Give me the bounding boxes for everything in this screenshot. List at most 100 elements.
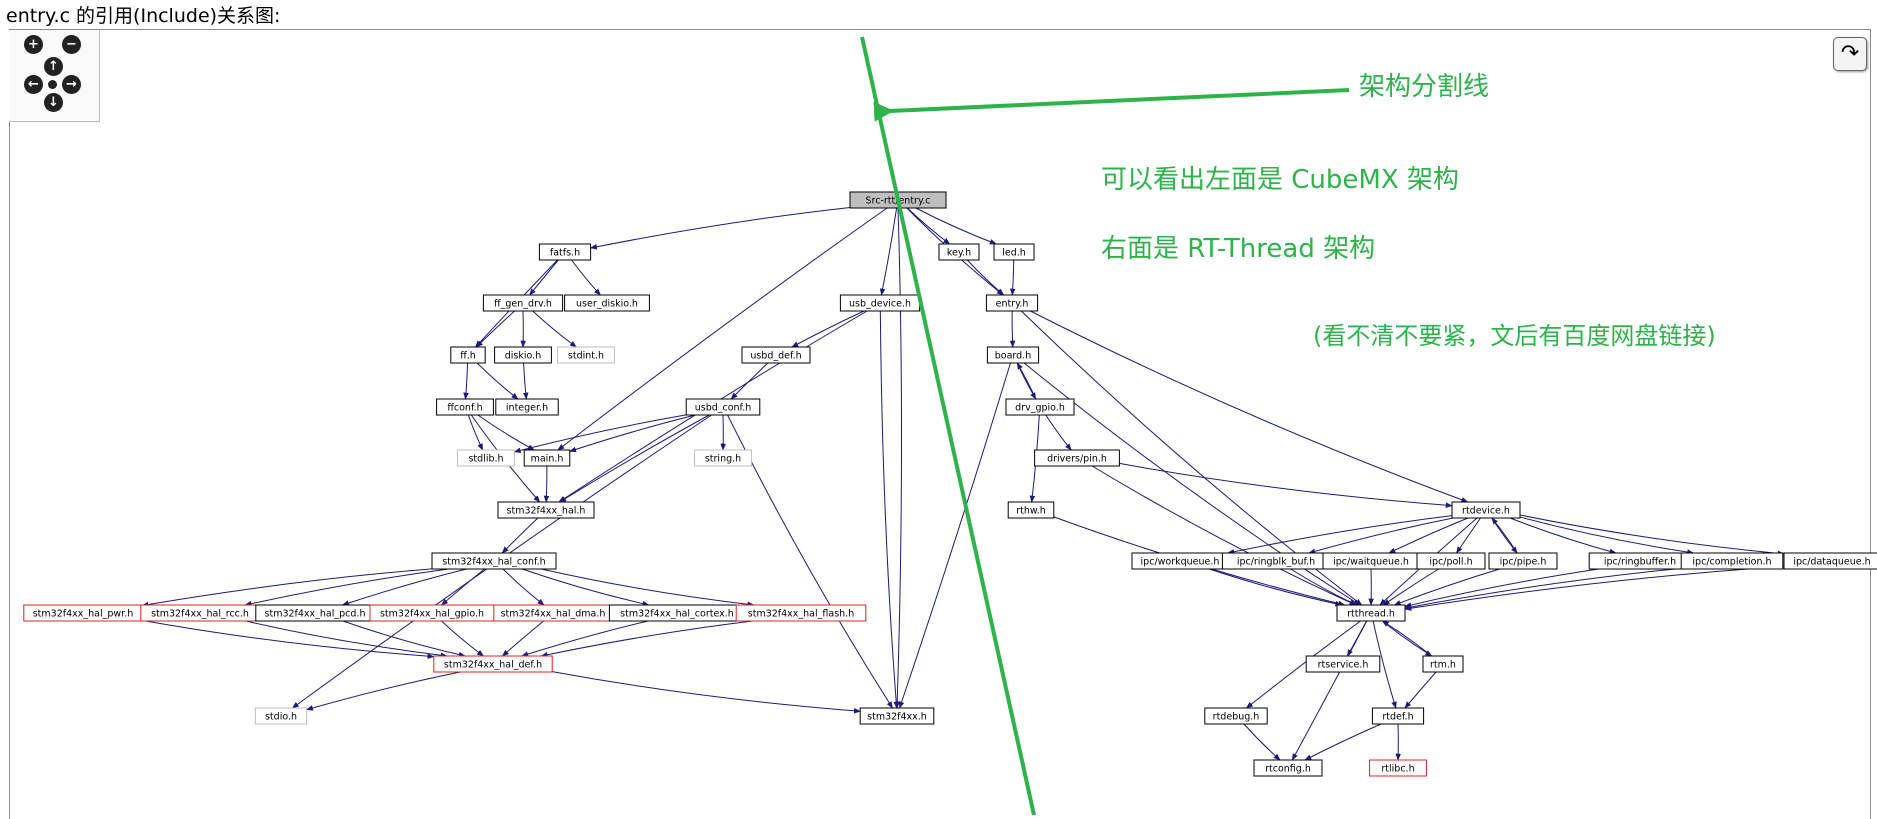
edge-usb-device-to-stm32f4xx [880, 311, 896, 708]
graph-node-drv-gpio[interactable]: drv_gpio.h [1006, 399, 1074, 415]
graph-node-ipc-dataqueue[interactable]: ipc/dataqueue.h [1784, 553, 1877, 569]
graph-node-usbd-conf[interactable]: usbd_conf.h [686, 399, 760, 415]
graph-node-label: stm32f4xx_hal_pwr.h [33, 609, 134, 620]
zoom-in-button[interactable]: + [24, 35, 43, 54]
edge-entry-c-to-fatfs [591, 207, 850, 248]
left-architecture-note: 可以看出左面是 CubeMX 架构 [1101, 159, 1459, 196]
graph-node-ipc-pipe[interactable]: ipc/pipe.h [1489, 553, 1557, 569]
graph-node-fatfs[interactable]: fatfs.h [539, 244, 590, 260]
edge-led-to-entry-h [1012, 260, 1013, 295]
graph-node-label: stm32f4xx.h [867, 712, 927, 723]
graph-node-ff[interactable]: ff.h [451, 347, 485, 363]
graph-node-label: ipc/ringbuffer.h [1604, 557, 1676, 568]
graph-node-label: ff.h [460, 351, 476, 362]
graph-node-drivers-pin[interactable]: drivers/pin.h [1035, 450, 1120, 466]
graph-node-main[interactable]: main.h [524, 450, 570, 466]
edge-hal-flash-to-hal-def [541, 621, 752, 656]
edge-ff-to-ffconf [465, 363, 467, 399]
graph-node-key[interactable]: key.h [939, 244, 979, 260]
graph-node-label: rtconfig.h [1265, 764, 1311, 775]
graph-node-label: ipc/ringblk_buf.h [1237, 557, 1315, 568]
edge-usbd-conf-to-hal [560, 415, 710, 502]
graph-node-hal[interactable]: stm32f4xx_hal.h [498, 502, 594, 518]
graph-node-hal-pcd[interactable]: stm32f4xx_hal_pcd.h [256, 605, 374, 621]
graph-node-hal-cortex[interactable]: stm32f4xx_hal_cortex.h [609, 605, 744, 621]
divider-pointer-arrow [890, 90, 1349, 111]
graph-node-rtdevice[interactable]: rtdevice.h [1452, 502, 1520, 518]
graph-node-ffconf[interactable]: ffconf.h [437, 399, 494, 415]
divider-label: 架构分割线 [1359, 66, 1489, 103]
graph-node-hal-gpio[interactable]: stm32f4xx_hal_gpio.h [370, 605, 494, 621]
edge-rtthread-to-rtconfig [1292, 621, 1366, 760]
download-link-note: (看不清不要紧，文后有百度网盘链接) [1313, 316, 1716, 351]
zoom-out-button[interactable]: − [62, 35, 81, 54]
graph-node-label: ffconf.h [447, 403, 482, 414]
graph-node-rtconfig[interactable]: rtconfig.h [1254, 760, 1322, 776]
graph-node-label: drv_gpio.h [1015, 403, 1065, 414]
graph-node-stdio[interactable]: stdio.h [255, 708, 306, 724]
graph-node-led[interactable]: led.h [994, 244, 1034, 260]
graph-node-label: ipc/pipe.h [1500, 557, 1547, 568]
edge-diskio-to-integer [524, 363, 527, 399]
graph-node-user-diskio[interactable]: user_diskio.h [565, 295, 650, 311]
graph-node-ipc-poll[interactable]: ipc/poll.h [1417, 553, 1485, 569]
graph-node-label: stm32f4xx_hal_flash.h [748, 609, 854, 620]
edge-usbd-conf-to-stdlib [514, 415, 686, 452]
graph-node-rtdebug[interactable]: rtdebug.h [1205, 708, 1267, 724]
graph-node-usb-device[interactable]: usb_device.h [840, 295, 919, 311]
graph-node-hal-rcc[interactable]: stm32f4xx_hal_rcc.h [141, 605, 259, 621]
edge-rtdevice-to-ipc-dataqueue [1520, 515, 1784, 554]
graph-node-rtservice[interactable]: rtservice.h [1306, 656, 1380, 672]
graph-node-ipc-ringblk[interactable]: ipc/ringblk_buf.h [1222, 553, 1329, 569]
pan-down-button[interactable]: ↓ [44, 93, 63, 112]
graph-node-rtm[interactable]: rtm.h [1423, 656, 1463, 672]
graph-node-label: fatfs.h [550, 248, 580, 259]
edge-rtdevice-to-ipc-ringblk [1309, 518, 1453, 553]
pan-center-dot[interactable] [48, 80, 57, 89]
graph-node-label: usbd_def.h [750, 351, 801, 362]
pan-left-button[interactable]: ← [24, 75, 43, 94]
edge-drivers-pin-to-rtdevice [1119, 463, 1452, 505]
graph-node-usbd-def[interactable]: usbd_def.h [742, 347, 810, 363]
graph-node-integer[interactable]: integer.h [496, 399, 558, 415]
graph-node-label: ff_gen_drv.h [494, 299, 552, 310]
edge-entry-c-to-key [907, 208, 949, 244]
graph-node-label: stm32f4xx_hal_gpio.h [380, 609, 484, 620]
edge-hal-pwr-to-hal-def [142, 620, 434, 656]
graph-node-ipc-waitqueue[interactable]: ipc/waitqueue.h [1323, 553, 1419, 569]
graph-node-ipc-workqueue[interactable]: ipc/workqueue.h [1132, 553, 1228, 569]
pan-right-button[interactable]: → [62, 75, 81, 94]
graph-node-label: rtdef.h [1382, 712, 1413, 723]
expand-icon: ↷ [1841, 41, 1859, 66]
graph-node-rthw[interactable]: rthw.h [1008, 502, 1054, 518]
graph-node-ipc-completion[interactable]: ipc/completion.h [1681, 553, 1783, 569]
edge-rtm-to-rtthread [1382, 621, 1431, 656]
graph-node-rtthread[interactable]: rtthread.h [1337, 605, 1405, 621]
graph-node-stdint[interactable]: stdint.h [558, 347, 615, 363]
graph-node-label: ipc/workqueue.h [1141, 557, 1220, 568]
graph-node-stdlib[interactable]: stdlib.h [458, 450, 515, 466]
graph-node-entry-h[interactable]: entry.h [986, 295, 1037, 311]
graph-node-hal-conf[interactable]: stm32f4xx_hal_conf.h [432, 553, 556, 569]
graph-node-label: stdint.h [568, 351, 604, 362]
graph-node-rtdef[interactable]: rtdef.h [1372, 708, 1423, 724]
graph-node-diskio[interactable]: diskio.h [495, 347, 552, 363]
graph-node-ipc-ringbuffer[interactable]: ipc/ringbuffer.h [1589, 553, 1691, 569]
graph-node-stm32f4xx[interactable]: stm32f4xx.h [860, 708, 934, 724]
graph-node-label: user_diskio.h [576, 299, 638, 310]
graph-node-hal-flash[interactable]: stm32f4xx_hal_flash.h [736, 605, 866, 621]
pan-up-button[interactable]: ↑ [44, 57, 63, 76]
expand-graph-button[interactable]: ↷ [1833, 37, 1867, 71]
graph-node-hal-def[interactable]: stm32f4xx_hal_def.h [434, 656, 552, 672]
edge-ffconf-to-main [478, 415, 534, 450]
edge-rtdevice-to-ipc-workqueue [1228, 516, 1452, 553]
graph-node-ff-gen-drv[interactable]: ff_gen_drv.h [483, 295, 562, 311]
graph-node-hal-pwr[interactable]: stm32f4xx_hal_pwr.h [24, 605, 142, 621]
graph-node-rtlibc[interactable]: rtlibc.h [1370, 760, 1427, 776]
graph-node-string[interactable]: string.h [695, 450, 752, 466]
edge-ff-gen-drv-to-ff [476, 311, 514, 347]
graph-node-label: main.h [531, 454, 564, 465]
graph-node-board[interactable]: board.h [987, 347, 1038, 363]
edge-main-to-hal [546, 466, 547, 502]
graph-node-hal-dma[interactable]: stm32f4xx_hal_dma.h [494, 605, 612, 621]
